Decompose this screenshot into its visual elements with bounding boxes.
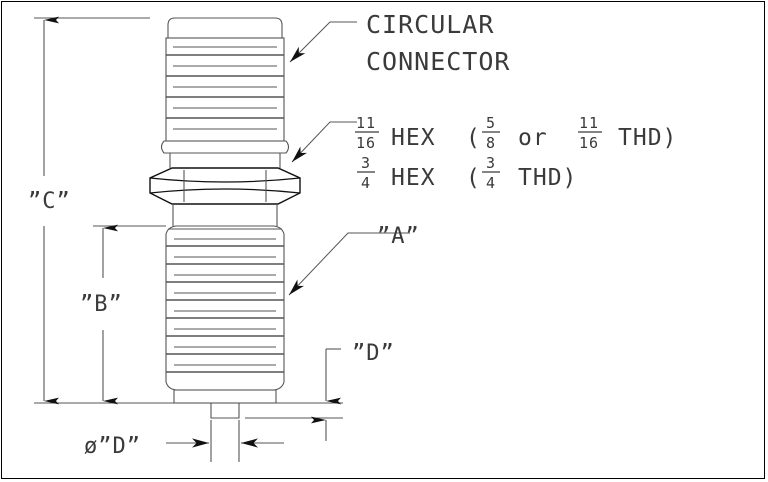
dimension-c	[34, 16, 250, 405]
center-pin	[210, 403, 240, 419]
connector-neck	[169, 153, 281, 168]
knurled-connector-body	[160, 17, 290, 154]
leader-hex-callout	[291, 121, 357, 163]
label-connector: CONNECTOR	[366, 47, 510, 76]
dimension-label-c: ”C”	[28, 189, 71, 214]
label-hex-1: HEX	[391, 125, 436, 151]
label-hex-2: HEX	[391, 165, 436, 191]
label-or: or	[518, 125, 548, 151]
paren-open-2: (	[466, 165, 481, 191]
fraction-4-denominator-2: 4	[486, 174, 496, 192]
dimension-label-diameter-d: ø”D”	[84, 434, 141, 459]
dimension-d-diameter	[166, 420, 284, 462]
paren-open-1: (	[466, 125, 481, 151]
threaded-shank	[165, 225, 285, 391]
dimension-label-b: ”B”	[80, 292, 123, 317]
fraction-11-numerator: 11	[356, 114, 376, 132]
fraction-16-denominator-2: 16	[579, 134, 599, 152]
connector-base-flange	[173, 389, 277, 404]
leader-lines	[288, 21, 410, 296]
fraction-5-numerator: 5	[486, 114, 496, 132]
leader-dimension-a	[288, 232, 410, 296]
dimension-b	[93, 224, 166, 405]
hex-callout-line-2: 3 4 HEX ( 3 4 THD)	[357, 154, 577, 192]
label-thd-2: THD)	[518, 165, 577, 191]
fraction-11-numerator-2: 11	[579, 114, 599, 132]
fraction-16-denominator: 16	[356, 134, 376, 152]
hex-nut	[149, 167, 301, 205]
fraction-8-denominator: 8	[486, 134, 496, 152]
dimension-label-d: ”D”	[352, 341, 395, 366]
fraction-4-denominator: 4	[361, 174, 371, 192]
leader-circular-connector	[289, 21, 357, 63]
connector-part-geometry	[149, 17, 301, 419]
fraction-3-numerator-2: 3	[486, 154, 496, 172]
label-circular: CIRCULAR	[366, 10, 494, 39]
fraction-3-numerator: 3	[361, 154, 371, 172]
connector-shank	[172, 204, 278, 226]
dimension-label-a: ”A”	[377, 224, 420, 249]
hex-callout-line-1: 11 16 HEX ( 5 8 or 11 16 THD)	[355, 114, 677, 152]
label-thd-1: THD)	[618, 125, 677, 151]
dimension-d-length	[245, 348, 343, 441]
